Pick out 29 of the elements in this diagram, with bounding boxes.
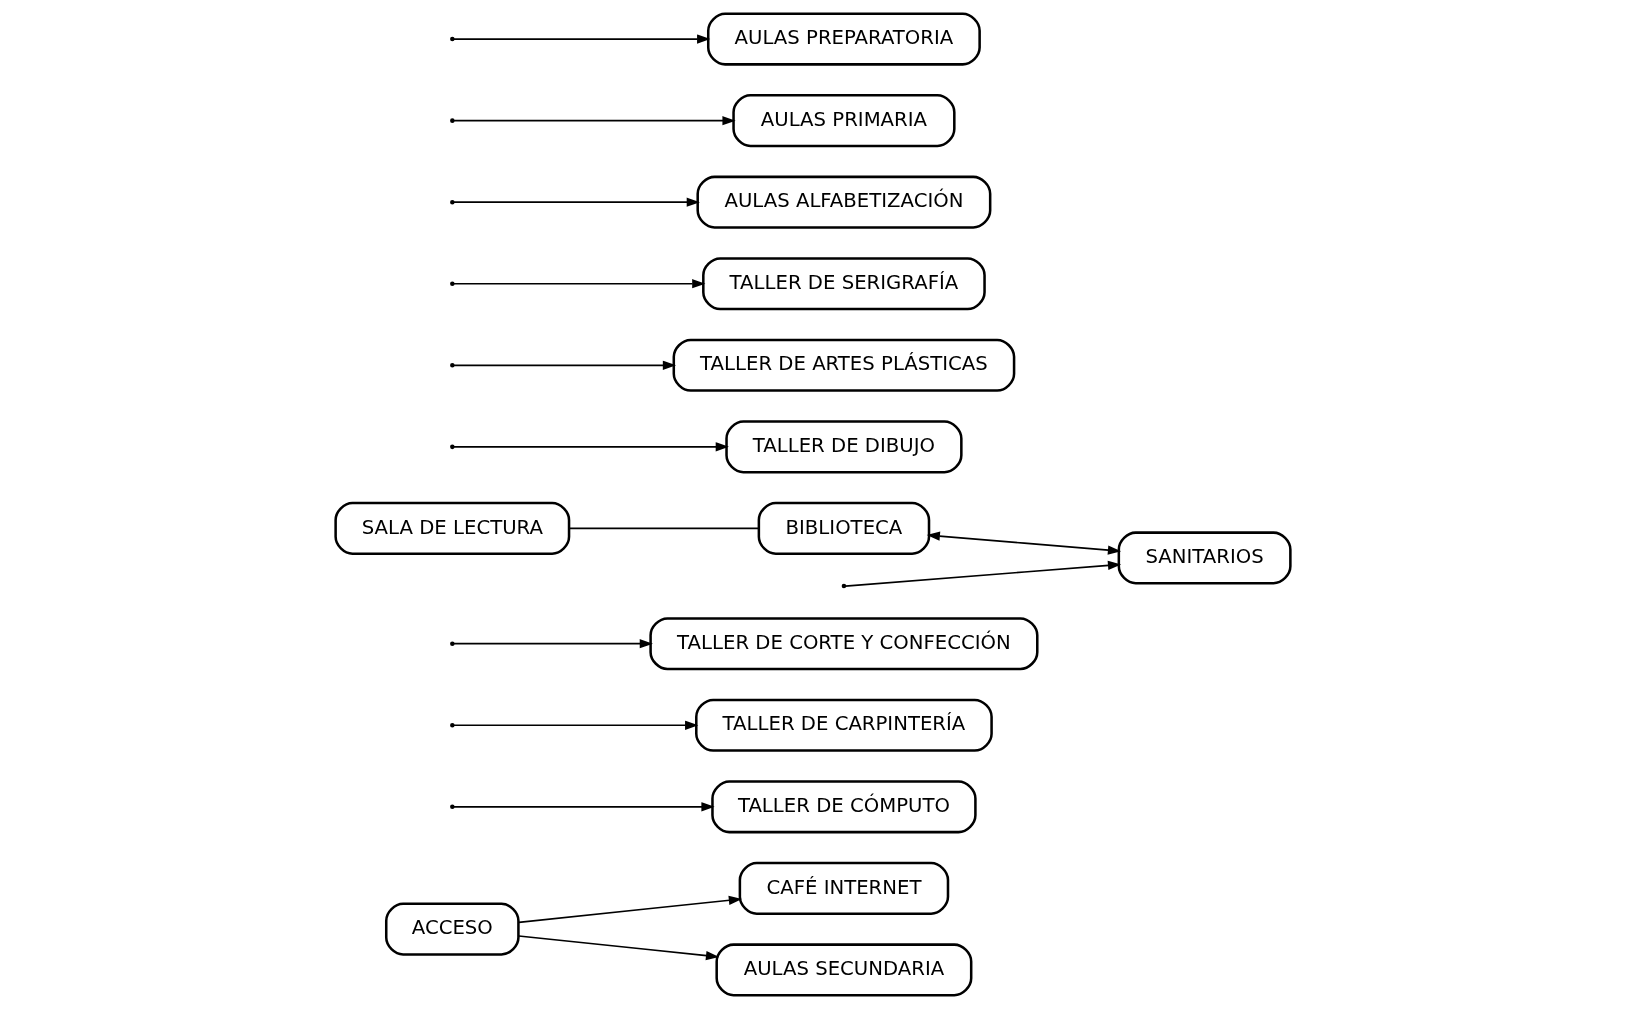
arrow [452,34,711,44]
connector [568,527,760,530]
arrow [452,197,700,207]
node-box: TALLER DE CORTE Y CONFECCIÓN [649,617,1039,671]
arrow [452,442,729,452]
arrow [517,935,720,961]
arrow [452,360,677,370]
arrow [452,116,736,126]
node-box: ACCESO [384,902,520,956]
node-box: SANITARIOS [1117,531,1292,585]
node-box: BIBLIOTECA [757,501,931,555]
node-box: CAFÉ INTERNET [738,861,950,915]
node-box: TALLER DE CARPINTERÍA [695,698,993,752]
node-box: AULAS PREPARATORIA [706,12,981,66]
node-box: TALLER DE DIBUJO [725,420,963,474]
node-box: TALLER DE ARTES PLÁSTICAS [672,338,1016,392]
node-box: AULAS SECUNDARIA [715,943,973,997]
arrow [844,560,1122,587]
arrow [452,279,706,289]
arrow [452,720,699,730]
node-box: TALLER DE SERIGRAFÍA [702,257,986,311]
node-box: AULAS ALFABETIZACIÓN [696,175,992,229]
node-box: SALA DE LECTURA [334,501,571,555]
arrow [926,531,1122,555]
arrow [517,895,743,924]
arrow [452,802,715,812]
node-box: AULAS PRIMARIA [732,94,956,148]
node-box: TALLER DE CÓMPUTO [711,780,977,834]
arrow [452,639,653,649]
